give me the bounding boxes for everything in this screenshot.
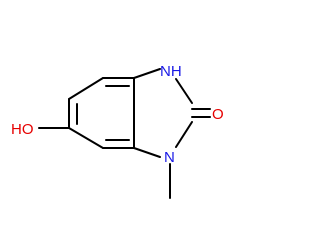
bond-c4-c5 bbox=[68, 77, 104, 100]
nh-label: NH bbox=[160, 63, 182, 80]
bond-c6-c7 bbox=[68, 127, 104, 149]
n-methyl-label: N bbox=[164, 149, 175, 166]
structure-drawing: NH N O HO bbox=[11, 63, 224, 199]
bond-n1-c2 bbox=[175, 78, 193, 104]
carbonyl-oxygen-label: O bbox=[212, 106, 224, 123]
bond-n3-c7a bbox=[133, 147, 161, 158]
molecule-diagram: NH N O HO bbox=[11, 63, 224, 199]
hydroxyl-label: HO bbox=[11, 121, 34, 138]
bond-c2-n3 bbox=[175, 121, 193, 148]
bond-c3a-n1 bbox=[133, 68, 161, 79]
